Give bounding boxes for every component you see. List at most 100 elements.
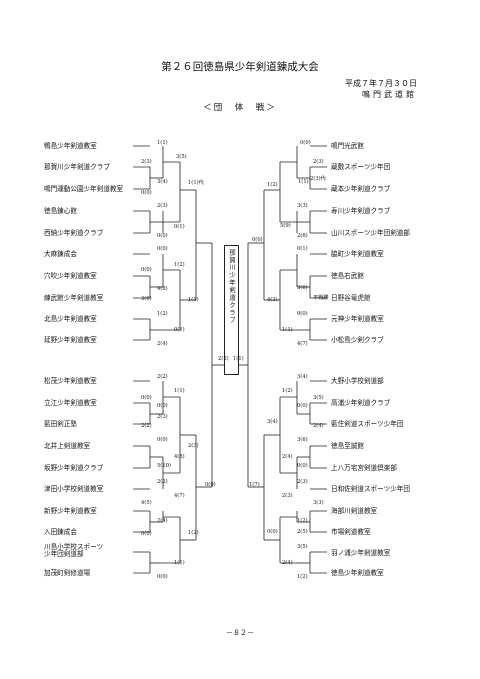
match-score: 3(4) [297, 374, 308, 380]
team-left: 川島小学校スポーツ [44, 543, 104, 551]
champion-box: 那賀川少年剣道クラブ [224, 245, 239, 375]
match-score: 3(5) [176, 154, 187, 160]
match-score: 2(2) [141, 423, 152, 429]
match-score: 0(0) [157, 437, 168, 443]
match-score: 1(2) [174, 262, 185, 268]
match-score: 4(7) [174, 493, 185, 499]
team-left: 新野少年剣道教室 [44, 507, 97, 515]
match-score: 0(0) [141, 190, 152, 196]
team-left: 入田錬成会 [44, 528, 77, 536]
team-left: 大麻錬成会 [44, 250, 77, 258]
match-score: 0(0) [141, 395, 152, 401]
match-score: 3(3) [313, 500, 324, 506]
match-score: 3(5) [313, 395, 324, 401]
match-score: 1(1) [282, 327, 293, 333]
match-score: 2(3) [297, 479, 308, 485]
match-score: 1(2) [188, 530, 199, 536]
team-left: 延野少年剣道教室 [44, 336, 97, 344]
match-score: 5(9) [280, 223, 291, 229]
match-score: 3(4) [157, 179, 168, 185]
match-score: 0(0) [157, 246, 168, 252]
match-score: 1(1)代 [188, 180, 204, 186]
match-score: 1(1) [157, 140, 168, 146]
match-score: 0(0) [141, 267, 152, 273]
team-right: 大野小学校剣道部 [331, 377, 384, 385]
team-left: 藍田剣正塾 [44, 420, 77, 428]
team-right: 小松島少剣クラブ [331, 336, 384, 344]
match-score: 0(1) [174, 224, 185, 230]
team-left: 加茂町剣修道場 [44, 569, 91, 577]
match-score: 0(0) [252, 237, 263, 243]
match-score: 1(1) [298, 179, 309, 185]
team-left: 鴨島少年剣道教室 [44, 142, 97, 150]
match-score: 1(1) [233, 356, 244, 362]
team-left: 立江少年剣道教室 [44, 399, 97, 407]
team-right: 海部川剣道教室 [331, 507, 378, 515]
match-score: 3(6) [297, 437, 308, 443]
match-score: 0(0) [205, 482, 216, 488]
team-left: 練武館少年剣道教室 [44, 294, 104, 302]
match-score: 1(2) [297, 574, 308, 580]
team-right: 高浦少年剣道クラブ [331, 399, 391, 407]
match-score: 2(3) [188, 443, 199, 449]
match-score: 2(3) [157, 414, 168, 420]
section-heading: ＜団 体 戦＞ [203, 103, 277, 113]
team-right: 元神少年剣道教室 [331, 315, 384, 323]
match-score: 0(1) [297, 246, 308, 252]
team-right: 鳴門光武館 [331, 142, 364, 150]
match-score: 2(6) [297, 233, 308, 239]
team-left: 北島少年剣道教室 [44, 315, 97, 323]
team-right: 日和佐剣道スポーツ少年団 [331, 485, 410, 493]
team-right: 徳島右武館 [331, 272, 364, 280]
match-score: 1(2) [282, 388, 293, 394]
event-date: 平成７年７月３０日 [345, 79, 417, 88]
match-score: 2(4) [282, 454, 293, 460]
match-score: 1(1) [188, 297, 199, 303]
team-right: 徳島少年剣道教室 [331, 569, 384, 577]
match-score: 0(0) [297, 311, 308, 317]
team-left: 松茂少年剣道教室 [44, 377, 97, 385]
team-right: 日野谷竜虎館 [331, 294, 371, 302]
team-left: 穴吹少年剣道教室 [44, 272, 97, 280]
team-left: 少年団剣道部 [44, 550, 84, 558]
match-score: 0(0) [300, 140, 311, 146]
match-score: 0(0) [297, 463, 308, 469]
team-right: 上八万宅宮剣道倶楽部 [331, 464, 397, 472]
match-score: 4(8) [157, 286, 168, 292]
match-score: 5(10) [157, 463, 171, 469]
match-score: 2(2) [157, 374, 168, 380]
match-score: 0(0) [141, 531, 152, 537]
team-left: 鳴門運動公園少年剣道教室 [44, 185, 124, 193]
team-left: 徳島錬心館 [44, 207, 77, 215]
page-number: －８２－ [226, 629, 254, 637]
match-score: 1(1) [174, 560, 185, 566]
team-right: 蔵敷スポーツ少年団 [331, 163, 391, 171]
match-score: 3(5) [297, 544, 308, 550]
match-score: 3(3) [297, 203, 308, 209]
match-score: 不戦勝 [313, 295, 329, 301]
match-score: 1(1) [174, 388, 185, 394]
team-right: 市場剣道教室 [331, 528, 371, 536]
match-score: 2(5) [297, 529, 308, 535]
match-score: 1(2) [157, 311, 168, 317]
team-right: 寿川少年剣道クラブ [331, 207, 391, 215]
match-score: 2(2) [218, 356, 229, 362]
team-left: 西納少年剣道クラブ [44, 229, 104, 237]
team-right: 脇町少年剣道教室 [331, 250, 384, 258]
match-score: 3(6) [297, 285, 308, 291]
team-left: 津田小学校剣道教室 [44, 485, 104, 493]
match-score: 0(0) [157, 233, 168, 239]
match-score: 2(3)代 [310, 176, 326, 182]
match-score: 0(0) [157, 574, 168, 580]
match-score: 2(4) [157, 341, 168, 347]
match-score: 4(3) [267, 297, 278, 303]
match-score: 2(3) [141, 159, 152, 165]
team-left: 那賀川少年剣道クラブ [44, 163, 110, 171]
match-score: 2(4) [157, 518, 168, 524]
team-right: 藍住剣道スポーツ少年団 [331, 420, 404, 428]
team-right: 徳島至誠館 [331, 442, 364, 450]
match-score: 0(0) [267, 529, 278, 535]
match-score: 0(0) [297, 403, 308, 409]
